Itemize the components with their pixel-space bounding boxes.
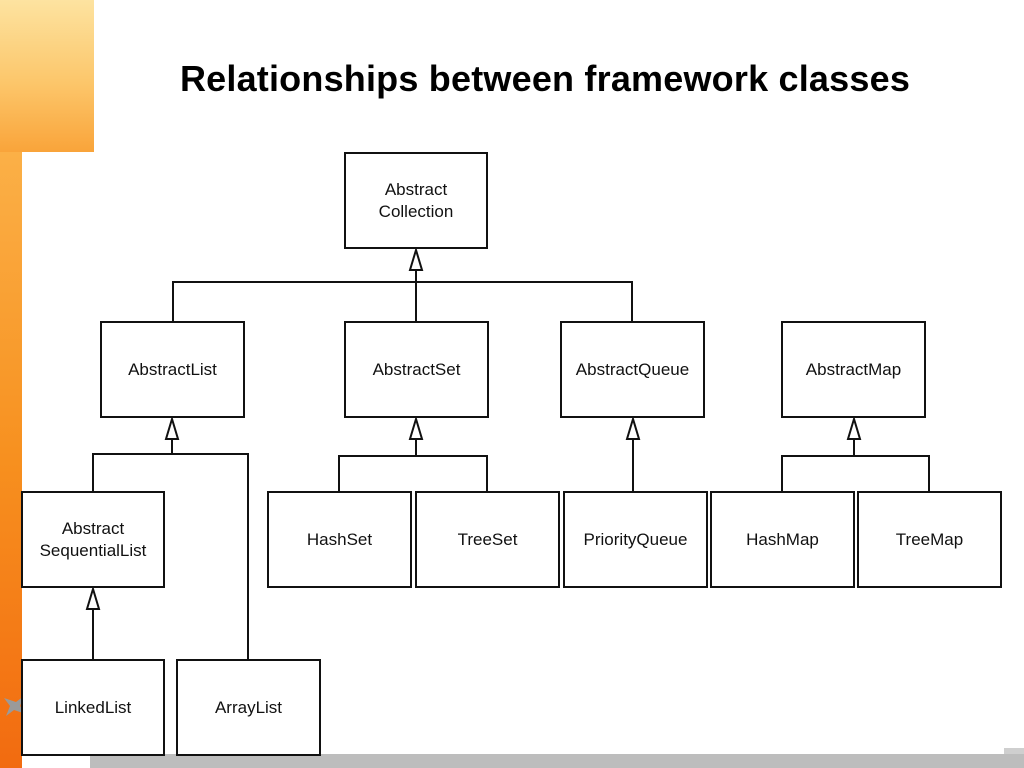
- node-label: AbstractList: [128, 359, 217, 379]
- connector-map-bus: [781, 439, 930, 492]
- logo-icon: [4, 696, 26, 716]
- node-abstract-sequential-list: Abstract SequentialList: [21, 491, 165, 588]
- node-linked-list: LinkedList: [21, 659, 165, 756]
- node-label: TreeSet: [457, 529, 518, 549]
- footer-notch: [1004, 748, 1024, 754]
- node-abstract-queue: AbstractQueue: [560, 321, 705, 418]
- inheritance-arrow-seqlist: [85, 585, 101, 610]
- inheritance-arrow-queue: [625, 415, 641, 440]
- node-label: HashSet: [306, 529, 373, 549]
- node-label: AbstractQueue: [575, 359, 690, 379]
- node-abstract-map: AbstractMap: [781, 321, 926, 418]
- node-label: AbstractMap: [805, 359, 902, 379]
- node-label: AbstractSet: [372, 359, 461, 379]
- node-label-line: Abstract: [384, 179, 448, 199]
- accent-bar-side: [0, 152, 22, 768]
- inheritance-arrow-collection: [408, 246, 424, 271]
- footer-bar: [90, 754, 1024, 768]
- connector-set-bus: [338, 439, 488, 492]
- node-hash-map: HashMap: [710, 491, 855, 588]
- node-label: HashMap: [746, 529, 819, 549]
- connector-list-bus: [92, 439, 249, 660]
- node-priority-queue: PriorityQueue: [563, 491, 708, 588]
- slide-title: Relationships between framework classes: [179, 58, 911, 99]
- node-label-line: SequentialList: [39, 540, 147, 560]
- connector-collection-bus: [172, 270, 633, 322]
- node-label: ArrayList: [214, 697, 283, 717]
- inheritance-arrow-list: [164, 415, 180, 440]
- node-label: TreeMap: [895, 529, 964, 549]
- node-abstract-list: AbstractList: [100, 321, 245, 418]
- inheritance-arrow-map: [846, 415, 862, 440]
- node-tree-map: TreeMap: [857, 491, 1002, 588]
- node-array-list: ArrayList: [176, 659, 321, 756]
- node-label-line: Collection: [378, 201, 454, 221]
- node-label: PriorityQueue: [583, 529, 688, 549]
- node-abstract-set: AbstractSet: [344, 321, 489, 418]
- node-hash-set: HashSet: [267, 491, 412, 588]
- node-label: LinkedList: [54, 697, 132, 717]
- inheritance-arrow-set: [408, 415, 424, 440]
- accent-bar-top: [0, 0, 94, 152]
- node-label-line: Abstract: [61, 518, 125, 538]
- node-tree-set: TreeSet: [415, 491, 560, 588]
- node-abstract-collection: Abstract Collection: [344, 152, 488, 249]
